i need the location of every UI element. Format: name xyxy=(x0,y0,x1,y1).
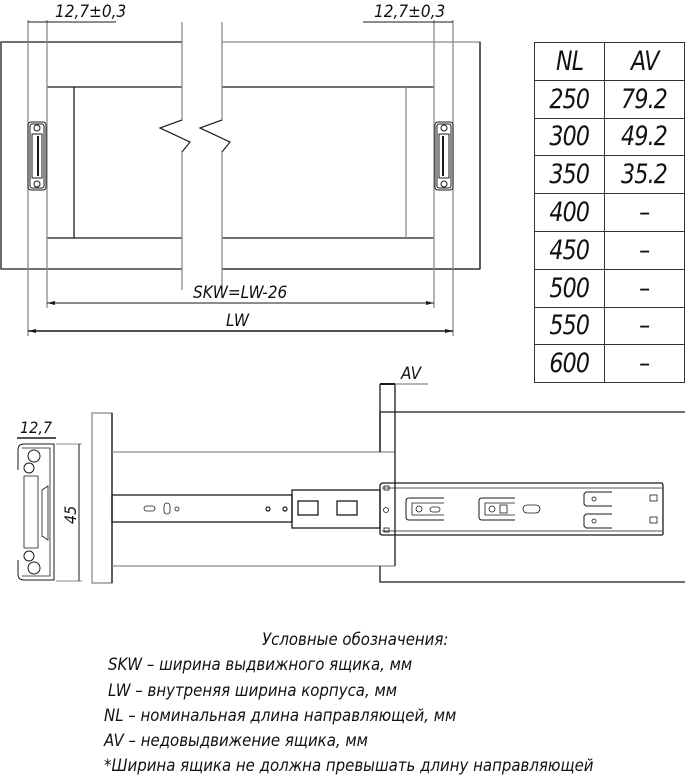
table-row: 500– xyxy=(534,268,686,308)
dim-right-label: 12,7±0,3 xyxy=(374,2,445,22)
dim-left-label: 12,7±0,3 xyxy=(55,2,126,22)
cell-av: 35.2 xyxy=(603,155,686,195)
cell-av: 49.2 xyxy=(603,117,686,157)
legend-note: *Ширина ящика не должна превышать длину … xyxy=(104,756,594,776)
header-av: AV xyxy=(603,42,686,81)
table-header-row: NL AV xyxy=(534,42,686,81)
legend-item-lw: LW – внутреняя ширина корпуса, мм xyxy=(108,681,398,701)
side-view-drawing xyxy=(91,383,685,584)
cell-av: – xyxy=(603,230,686,270)
cell-av: – xyxy=(603,193,686,232)
dim-av-label: AV xyxy=(400,364,423,384)
slide-profile-right-icon xyxy=(434,121,454,191)
cell-nl: 400 xyxy=(534,193,605,232)
legend-title: Условные обозначения: xyxy=(262,630,449,650)
profile-height-label: 45 xyxy=(61,506,80,524)
cell-nl: 550 xyxy=(534,306,605,346)
cell-av: 79.2 xyxy=(603,79,686,119)
legend-item-nl: NL – номинальная длина направляющей, мм xyxy=(104,706,457,726)
table-row: 400– xyxy=(534,193,686,232)
cell-av: – xyxy=(603,306,686,346)
cell-av: – xyxy=(603,344,686,384)
cell-nl: 250 xyxy=(534,79,605,119)
cell-nl: 450 xyxy=(534,230,605,270)
cell-nl: 300 xyxy=(534,117,605,157)
cell-nl: 600 xyxy=(534,344,605,384)
dim-skw-label: SKW=LW-26 xyxy=(193,283,288,303)
cell-nl: 500 xyxy=(534,268,605,308)
slide-cross-section-icon xyxy=(17,437,82,582)
dim-lw-label: LW xyxy=(226,311,250,331)
cell-nl: 350 xyxy=(534,155,605,195)
cell-av: – xyxy=(603,268,686,308)
table-row: 550– xyxy=(534,306,686,346)
profile-width-label: 12,7 xyxy=(20,418,53,437)
legend-item-av: AV – недовыдвижение ящика, мм xyxy=(104,731,368,751)
table-row: 450– xyxy=(534,230,686,270)
table-row: 600– xyxy=(534,344,686,384)
header-nl: NL xyxy=(534,42,605,81)
legend-item-skw: SKW – ширина выдвижного ящика, мм xyxy=(108,655,413,675)
slide-profile-left-icon xyxy=(27,121,47,191)
